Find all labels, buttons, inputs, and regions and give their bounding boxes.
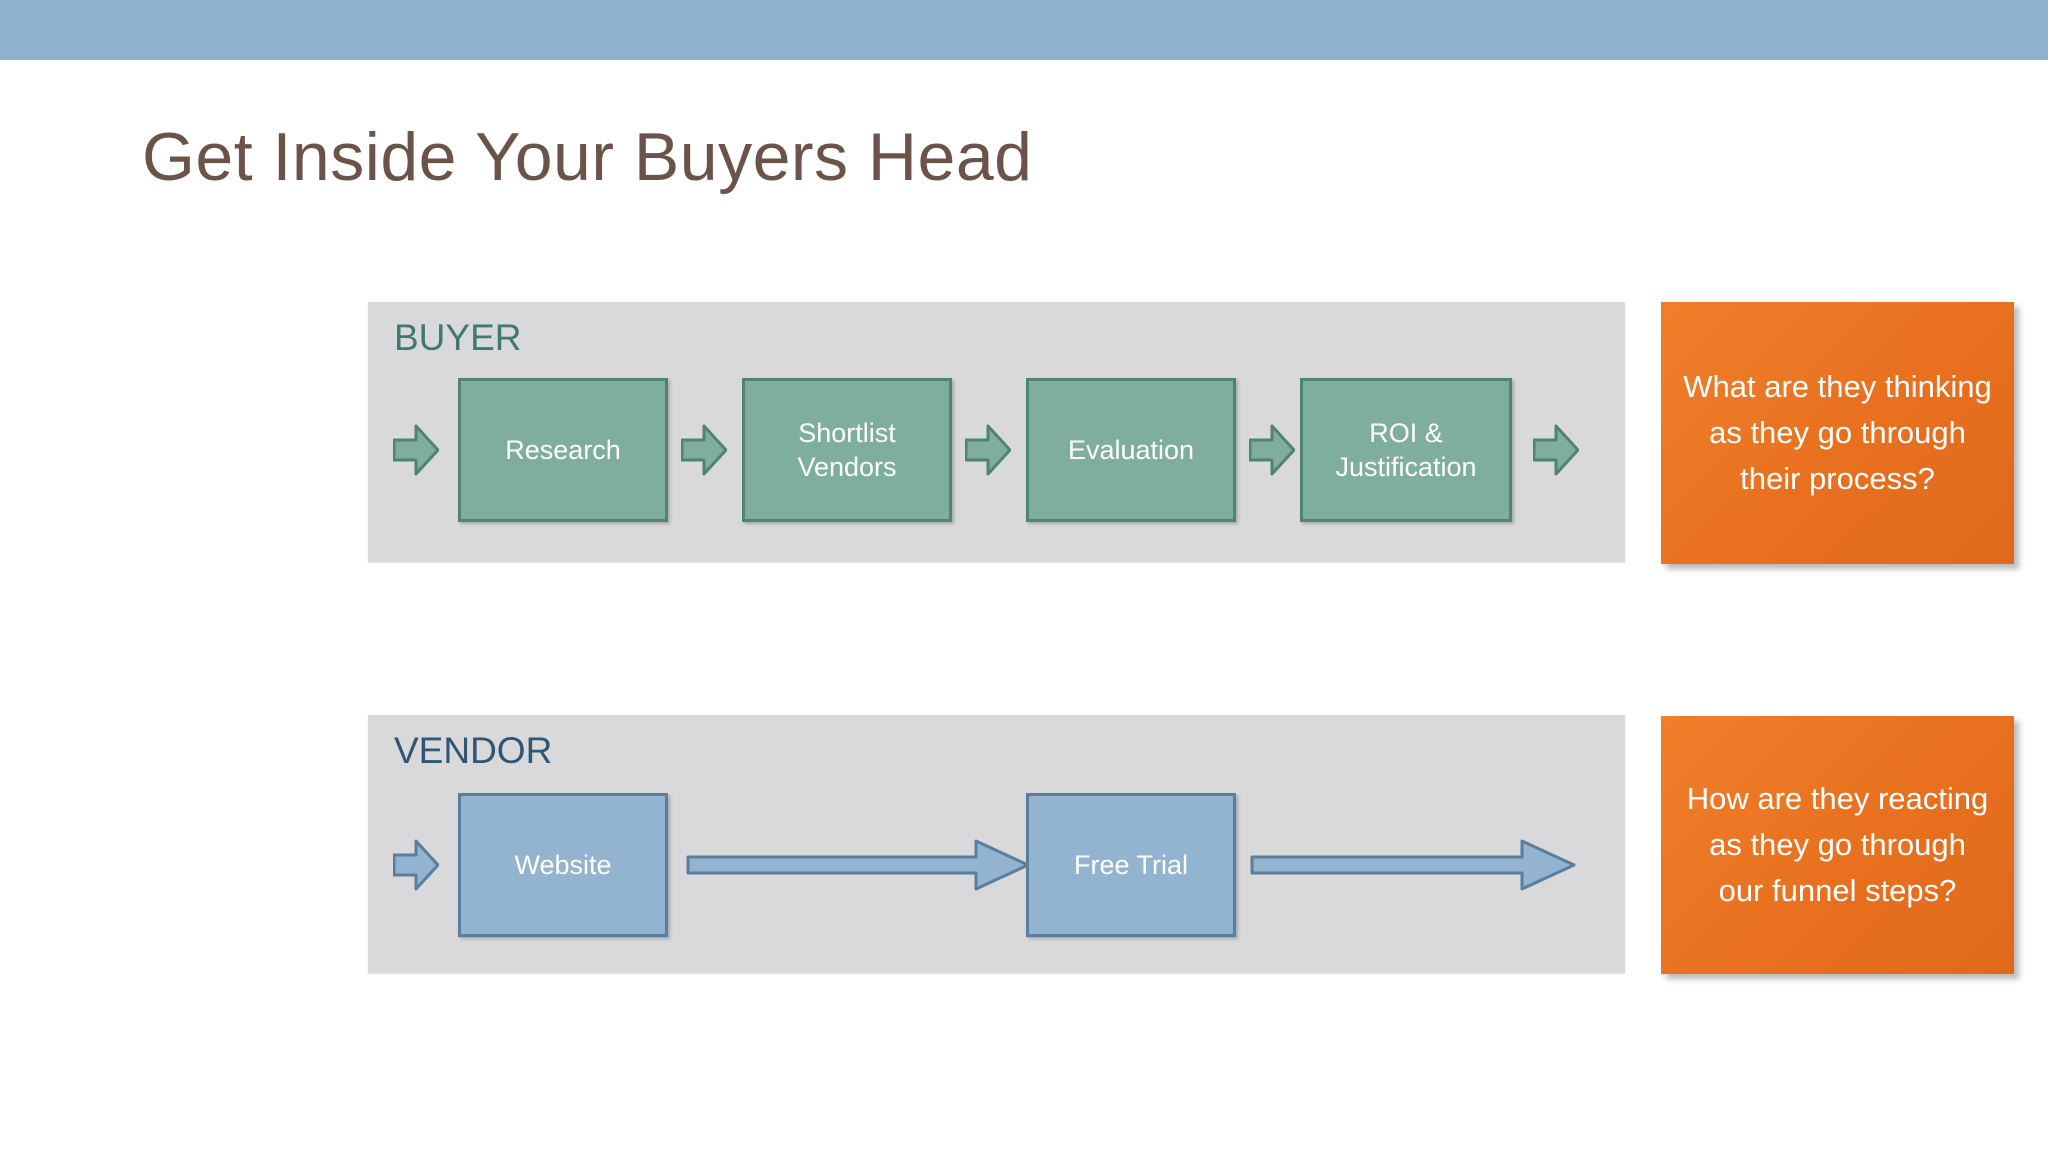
arrow-right-icon: [965, 423, 1011, 477]
top-accent-bar: [0, 0, 2048, 60]
buyer-step-label: Shortlist Vendors: [797, 418, 897, 482]
vendor-question-callout[interactable]: How are they reacting as they go through…: [1661, 716, 2014, 974]
arrow-right-long-icon: [1250, 837, 1576, 893]
arrow-right-icon: [393, 423, 439, 477]
buyer-question-text: What are they thinking as they go throug…: [1683, 369, 1992, 496]
vendor-step-label: Free Trial: [1073, 850, 1189, 880]
page-title: Get Inside Your Buyers Head: [142, 119, 1033, 195]
buyer-step-box[interactable]: ROI & Justification: [1300, 378, 1512, 522]
buyer-step-label: Evaluation: [1067, 435, 1195, 465]
arrow-right-long-icon: [686, 837, 1030, 893]
arrow-right-icon: [393, 838, 439, 892]
buyer-step-box[interactable]: Evaluation: [1026, 378, 1236, 522]
vendor-step-box[interactable]: Website: [458, 793, 668, 937]
buyer-step-box[interactable]: Shortlist Vendors: [742, 378, 952, 522]
arrow-right-icon: [1249, 423, 1295, 477]
buyer-step-label: Research: [505, 435, 621, 465]
arrow-right-icon: [681, 423, 727, 477]
buyer-step-box[interactable]: Research: [458, 378, 668, 522]
vendor-step-box[interactable]: Free Trial: [1026, 793, 1236, 937]
buyer-question-callout[interactable]: What are they thinking as they go throug…: [1661, 302, 2014, 564]
vendor-question-text: How are they reacting as they go through…: [1686, 781, 1989, 908]
vendor-lane-label: VENDOR: [394, 730, 553, 771]
vendor-step-label: Website: [514, 850, 612, 880]
arrow-right-icon: [1533, 423, 1579, 477]
buyer-lane-label: BUYER: [394, 317, 522, 358]
buyer-step-label: ROI & Justification: [1335, 418, 1477, 482]
